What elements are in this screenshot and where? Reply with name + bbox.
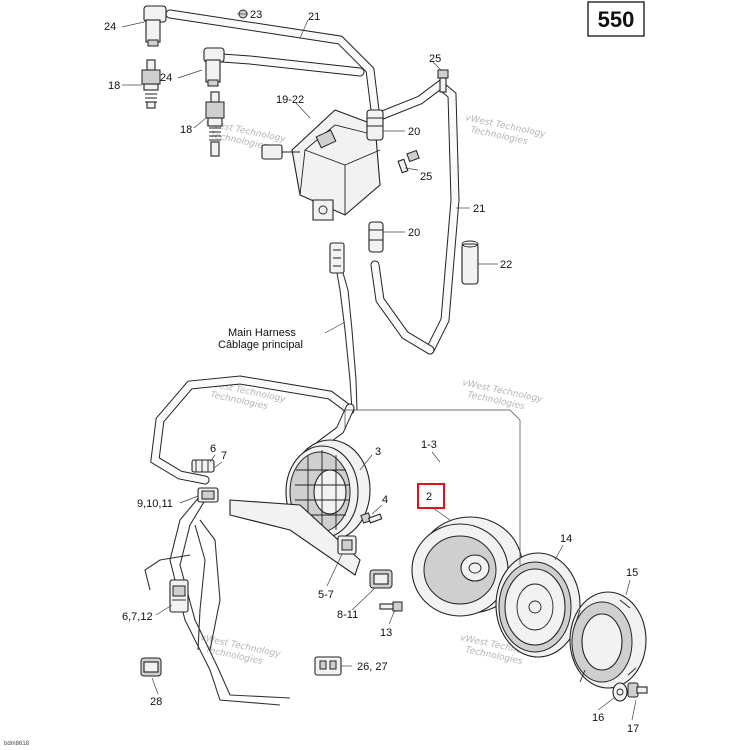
callout-25: 25: [420, 171, 432, 183]
spark-plug-left: [141, 59, 161, 109]
wire-boot-upper: [366, 109, 384, 141]
spark-plug-cap-top: [143, 5, 167, 47]
callout-17: 17: [627, 723, 639, 735]
screw-13: [379, 601, 403, 612]
callout-16: 16: [592, 712, 604, 724]
page-number: 550: [598, 7, 635, 32]
callout-20: 20: [408, 126, 420, 138]
callout-18: 18: [180, 124, 192, 136]
callout-18: 18: [108, 80, 120, 92]
leader-lines: [121, 13, 637, 721]
spark-plug-wire: [165, 9, 460, 355]
connector-6-7: [191, 459, 215, 473]
callout-5-7: 5-7: [318, 589, 334, 601]
wire-boot-lower: [368, 221, 384, 253]
wiring-plate: [229, 499, 361, 576]
callout-26-27: 26, 27: [357, 661, 388, 673]
harness-connector: [329, 242, 358, 411]
sensor-8-11: [369, 569, 393, 589]
connector-26-27: [314, 656, 342, 676]
highlighted-callout-2[interactable]: 2: [417, 483, 445, 509]
callout-28: 28: [150, 696, 162, 708]
ignition-coil: [261, 109, 381, 221]
callout-20: 20: [408, 227, 420, 239]
callout-23: 23: [250, 9, 262, 21]
harness-label-fr: Câblage principal: [218, 339, 303, 351]
sensor-5-7: [337, 535, 357, 555]
connector-6-7-12: [169, 579, 189, 613]
spark-plug-right: [205, 91, 225, 157]
stator-harness: [144, 375, 355, 706]
callout-24: 24: [160, 72, 172, 84]
harness-label-en: Main Harness: [228, 327, 296, 339]
flywheel: [411, 516, 523, 617]
callout-22: 22: [500, 259, 512, 271]
callout-13: 13: [380, 627, 392, 639]
callout-6-7-12: 6,7,12: [122, 611, 153, 623]
washer-16: [612, 682, 628, 702]
callout-24: 24: [104, 21, 116, 33]
connector-9-10-11: [197, 487, 219, 503]
callout-labels: 24 23 21 25 24 18 18 19-22 20 25 21 20 2…: [104, 9, 639, 735]
callout-1-3: 1-3: [421, 439, 437, 451]
callout-3: 3: [375, 446, 381, 458]
screw-coil: [397, 149, 420, 174]
callout-25: 25: [429, 53, 441, 65]
callout-14: 14: [560, 533, 572, 545]
callout-4: 4: [382, 494, 388, 506]
screw-4: [360, 512, 383, 524]
callout-19-22: 19-22: [276, 94, 304, 106]
spark-plug-cap-bottom: [203, 47, 225, 87]
drawing-reference: bdm8618: [4, 741, 30, 747]
callout-6: 6: [210, 443, 216, 455]
ring-gear: [495, 552, 581, 658]
callout-9-10-11: 9,10,11: [137, 498, 173, 510]
main-harness-label: Main Harness Câblage principal: [218, 327, 303, 351]
page-number-box: 550: [587, 1, 645, 37]
callout-15: 15: [626, 567, 638, 579]
callout-7: 7: [221, 450, 227, 462]
connector-28: [140, 657, 162, 677]
sleeve: [461, 240, 479, 285]
bolt-17: [627, 682, 648, 698]
starter-cup: [569, 591, 647, 689]
callout-2[interactable]: 2: [426, 491, 432, 503]
callout-21: 21: [308, 11, 320, 23]
callout-8-11: 8-11: [337, 609, 358, 621]
callout-21: 21: [473, 203, 485, 215]
screw-top: [437, 69, 449, 93]
